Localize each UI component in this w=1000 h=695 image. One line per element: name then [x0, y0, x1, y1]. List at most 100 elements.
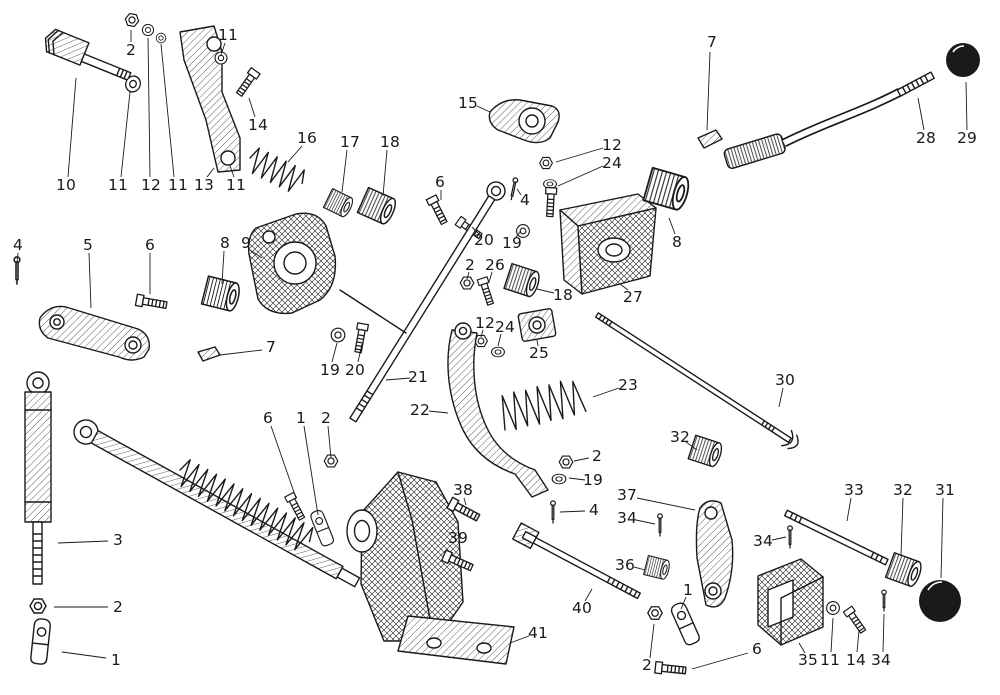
leader-line — [536, 288, 555, 294]
leader-line — [668, 217, 676, 235]
part-pedal-lever — [73, 419, 361, 588]
leader-line — [61, 651, 107, 659]
leader-line — [341, 149, 348, 193]
assembly-line — [339, 289, 407, 334]
leader-line — [219, 349, 263, 356]
leader-line — [220, 42, 226, 56]
leader-line — [706, 51, 711, 131]
leader-line — [559, 510, 586, 513]
part-2-nut — [123, 12, 141, 28]
part-12-nut — [539, 156, 553, 170]
part-8-bushing — [200, 275, 243, 313]
part-34-pin — [787, 525, 793, 549]
leader-line — [303, 425, 319, 516]
part-27-cushion — [559, 193, 657, 295]
leader-line — [206, 167, 215, 178]
part-32-bushing — [687, 434, 725, 469]
leader-line — [515, 230, 522, 238]
leader-line — [463, 497, 467, 506]
part-15-lever-head — [488, 99, 560, 144]
part-41-base-plate — [397, 615, 515, 665]
part-2-nut — [558, 455, 574, 469]
leader-line — [120, 91, 131, 178]
leader-line — [798, 642, 806, 654]
leader-line — [536, 339, 539, 347]
leader-line — [846, 497, 852, 522]
part-32-bushing — [884, 552, 925, 589]
leader-line — [592, 387, 620, 398]
part-11-washer — [154, 31, 168, 45]
part-16-spring — [249, 147, 305, 192]
part-30-rod — [594, 312, 799, 450]
part-21-rod — [349, 181, 506, 423]
part-6-bolt — [425, 194, 450, 227]
leader-line — [67, 77, 77, 178]
part-40-rod — [512, 522, 641, 600]
part-24-washer — [491, 346, 505, 358]
leader-line — [428, 410, 449, 414]
leader-line — [900, 497, 904, 557]
leader-line — [633, 566, 646, 571]
part-13-bracket — [179, 25, 241, 173]
leader-line — [636, 497, 696, 511]
part-25-block — [517, 308, 557, 342]
leader-lines — [16, 30, 968, 670]
leader-line — [619, 283, 629, 291]
leader-line — [557, 165, 604, 187]
part-28-lever — [723, 71, 935, 170]
part-19-washer — [516, 224, 530, 238]
part-7-wedge — [697, 129, 723, 149]
part-10-lever — [44, 28, 132, 81]
part-18-bushing — [356, 186, 400, 227]
part-26-bolt — [543, 186, 558, 218]
leader-line — [568, 477, 586, 481]
leader-line — [516, 188, 522, 196]
leader-line — [248, 97, 256, 118]
leader-line — [509, 635, 530, 644]
leader-line — [476, 105, 491, 113]
part-9-housing — [247, 212, 337, 315]
leader-line — [649, 623, 655, 659]
leader-line — [488, 271, 493, 283]
part-17-sleeve — [322, 188, 356, 219]
part-36-sleeve — [643, 555, 672, 581]
part-19-washer — [551, 473, 567, 485]
part-7-wedge — [197, 346, 221, 362]
part-4-pin — [550, 500, 556, 524]
part-housing — [346, 471, 464, 642]
part-33-rod — [783, 509, 889, 566]
leader-line — [830, 617, 834, 653]
part-4-pin — [508, 176, 519, 201]
part-11-washer — [824, 599, 842, 617]
leader-line — [940, 497, 944, 579]
part-5-lever — [38, 305, 150, 361]
leader-line — [382, 149, 388, 197]
leader-line — [680, 596, 687, 610]
leader-line — [385, 377, 411, 381]
part-6-bolt — [654, 660, 687, 677]
part-14-bolt — [234, 67, 261, 99]
part-2-nut — [29, 598, 47, 614]
leader-line — [573, 457, 590, 462]
part-14-bolt — [842, 605, 868, 635]
leader-line — [778, 387, 784, 408]
part-18-bushing — [503, 262, 543, 299]
leader-line — [771, 536, 787, 541]
part-23-spring — [501, 380, 587, 431]
leader-line — [249, 249, 263, 259]
leader-line — [685, 441, 698, 451]
leader-line — [147, 37, 151, 178]
leader-line — [691, 652, 749, 670]
leader-line — [160, 43, 175, 178]
part-6-bolt — [134, 293, 169, 312]
leader-line — [287, 145, 303, 163]
leader-line — [229, 165, 235, 178]
part-3-strut — [24, 371, 52, 585]
part-29-knob — [946, 43, 980, 77]
leader-line — [57, 540, 109, 544]
leader-line — [270, 425, 297, 499]
part-37-lever — [695, 500, 734, 608]
part-1-clevis — [29, 617, 52, 666]
